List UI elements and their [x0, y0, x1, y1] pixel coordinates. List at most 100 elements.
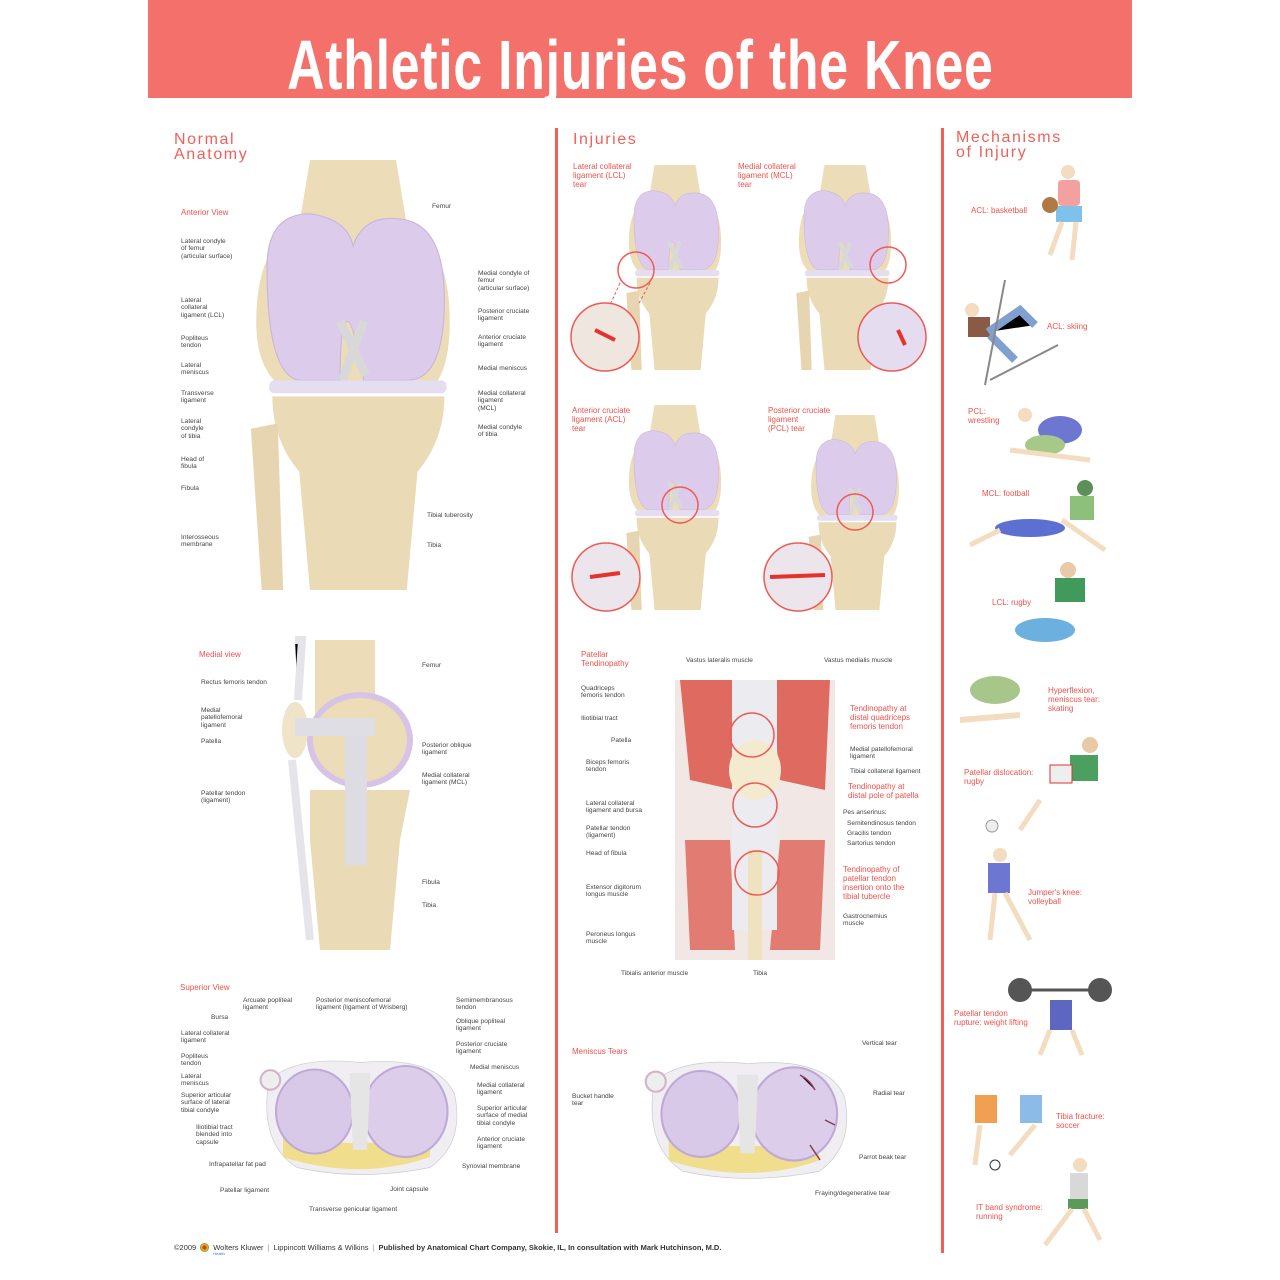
mechanism-tibia-fracture-soccer: Tibia fracture: soccer [1056, 1112, 1105, 1130]
rugby-tackle-icon [1017, 737, 1098, 832]
label-lateral-condyle-tibia: Lateral condyle of tibia [181, 418, 204, 440]
label-patellar-tendon-pt: Patellar tendon (ligament) [586, 825, 631, 840]
label-arcuate-popliteal-ligament: Arcuate popliteal ligament [243, 997, 293, 1012]
label-fraying-tear: Fraying/degenerative tear [815, 1190, 891, 1197]
label-oblique-popliteal-ligament: Oblique popliteal ligament [456, 1018, 506, 1033]
label-joint-capsule: Joint capsule [390, 1186, 429, 1193]
label-radial-tear: Radial tear [873, 1090, 905, 1097]
label-vastus-medialis: Vastus medialis muscle [824, 657, 893, 664]
label-acl: Anterior cruciate ligament [478, 334, 527, 349]
pcl-tear-illustration [763, 405, 930, 612]
label-medial-meniscus-sup: Medial meniscus [470, 1064, 520, 1071]
label-fibula-medial: Fibula [422, 879, 440, 886]
anterior-view-title: Anterior View [181, 208, 229, 217]
label-bucket-handle-tear: Bucket handle tear [572, 1093, 614, 1108]
label-head-of-fibula-pt: Head of fibula [586, 850, 627, 857]
label-medial-patellofemoral-pt: Medial patellofemoral ligament [850, 746, 913, 761]
label-lcl-bursa: Lateral collateral ligament and bursa [586, 800, 643, 815]
label-lateral-tibial-surface: Superior articular surface of lateral ti… [181, 1092, 232, 1114]
label-ligament-of-wrisberg: Posterior meniscofemoral ligament (ligam… [316, 997, 408, 1012]
label-medial-condyle-femur: Medial condyle of femur (articular surfa… [478, 270, 530, 292]
label-pcl-sup: Posterior cruciate ligament [456, 1041, 508, 1056]
label-patella: Patella [201, 738, 222, 745]
mechanism-jumpers-knee-volleyball: Jumper's knee: volleyball [1028, 888, 1082, 906]
patellar-tendinopathy-illustration [675, 680, 835, 960]
label-iliotibial-tract: Iliotibial tract blended into capsule [196, 1124, 233, 1146]
mcl-tear-illustration [780, 165, 927, 372]
label-tibial-tuberosity: Tibial tuberosity [427, 512, 473, 519]
label-patellar-ligament: Patellar ligament [220, 1187, 270, 1194]
label-medial-patellofemoral-ligament: Medial patellofemoral ligament [201, 707, 243, 729]
mechanism-pcl-wrestling: PCL: wrestling [968, 407, 1000, 425]
label-iliotibial-tract-pt: Iliotibial tract [581, 715, 618, 722]
label-posterior-oblique-ligament: Posterior oblique ligament [422, 742, 472, 757]
label-pes-anserinus: Pes anserinus: [843, 809, 887, 816]
acl-tear-illustration [571, 405, 740, 612]
label-femur: Femur [432, 203, 452, 210]
runner-icon [1043, 1158, 1103, 1247]
label-fibula: Fibula [181, 485, 199, 492]
medial-view-illustration [282, 636, 413, 950]
mechanism-it-band-running: IT band syndrome: running [976, 1203, 1043, 1221]
label-extensor-digitorum: Extensor digitorum longus muscle [586, 884, 641, 899]
mechanism-hyperflexion-skating: Hyperflexion, meniscus tear: skating [1048, 686, 1101, 713]
label-gastrocnemius: Gastrocnemius muscle [843, 913, 888, 928]
volleyball-player-icon [985, 819, 1033, 942]
football-players-icon [968, 480, 1107, 553]
label-popliteus-tendon: Popliteus tendon [181, 335, 209, 350]
mechanism-lcl-rugby: LCL: rugby [992, 598, 1032, 607]
injuries-heading: Injuries [573, 131, 638, 148]
publisher-wolters-kluwer-name: Wolters Kluwer [213, 1243, 264, 1252]
label-sartorius: Sartorius tendon [847, 840, 896, 847]
basketball-player-icon [1042, 165, 1082, 261]
label-patellar-tendon: Patellar tendon (ligament) [201, 790, 246, 805]
mechanism-patellar-tendon-weightlifting: Patellar tendon rupture: weight lifting [954, 1009, 1028, 1027]
footer-separator: | [267, 1243, 270, 1252]
poster-title: Athletic Injuries of the Knee [148, 30, 1132, 98]
meniscus-tears-illustration [644, 1060, 849, 1180]
label-peroneus-longus: Peroneus longus muscle [586, 931, 636, 946]
mcl-tear-label: Medial collateral ligament (MCL) tear [738, 162, 796, 189]
title-banner: Athletic Injuries of the Knee [148, 0, 1132, 98]
publisher-health: Health [213, 1251, 225, 1256]
skier-icon [965, 279, 1059, 386]
callout-tibial-tubercle-tendinopathy: Tendinopathy of patellar tendon insertio… [843, 865, 905, 901]
acl-tear-label: Anterior cruciate ligament (ACL) tear [572, 406, 631, 433]
label-gracilis: Gracilis tendon [847, 830, 891, 837]
normal-anatomy-heading: Normal Anatomy [174, 131, 249, 163]
label-parrot-beak-tear: Parrot beak tear [859, 1154, 907, 1161]
label-synovial-membrane: Synovial membrane [462, 1163, 521, 1170]
label-semitendinosus: Semitendinosus tendon [847, 820, 916, 827]
copyright: ©2009 [174, 1243, 197, 1252]
pcl-tear-label: Posterior cruciate ligament (PCL) tear [768, 406, 831, 433]
label-tibia-medial: Tibia [422, 902, 437, 909]
label-bursa: Bursa [211, 1014, 229, 1021]
label-medial-meniscus: Medial meniscus [478, 365, 528, 372]
soccer-players-icon [972, 1095, 1042, 1171]
label-infrapatellar-fat-pad: Infrapatellar fat pad [209, 1161, 266, 1168]
lcl-tear-label: Lateral collateral ligament (LCL) tear [573, 162, 632, 189]
label-tibial-collateral: Tibial collateral ligament [850, 768, 921, 775]
label-mcl: Medial collateral ligament (MCL) [478, 390, 526, 412]
mechanisms-heading: Mechanisms of Injury [956, 129, 1062, 161]
label-patella-pt: Patella [611, 737, 632, 744]
label-vertical-tear: Vertical tear [862, 1040, 897, 1047]
label-transverse-genicular-ligament: Transverse genicular ligament [309, 1206, 398, 1213]
label-medial-condyle-tibia: Medial condyle of tibia [478, 424, 522, 439]
label-semimembranosus-tendon: Semimembranosus tendon [456, 997, 513, 1012]
label-mcl-medial: Medial collateral ligament (MCL) [422, 772, 470, 787]
label-acl-sup: Anterior cruciate ligament [477, 1136, 526, 1151]
mechanism-mcl-football: MCL: football [982, 489, 1030, 498]
lcl-tear-illustration [570, 165, 740, 372]
label-femur-medial: Femur [422, 662, 442, 669]
patellar-tendinopathy-title: Patellar Tendinopathy [581, 650, 629, 668]
skater-icon [959, 676, 1021, 723]
mechanism-patellar-dislocation-rugby: Patellar dislocation: rugby [964, 768, 1034, 786]
anterior-view-illustration [238, 160, 468, 590]
athlete-figures [959, 165, 1112, 1247]
rugby-players-icon [1015, 562, 1085, 642]
publisher-lww: Lippincott Williams & Wilkins [273, 1243, 369, 1252]
label-popliteus-tendon-sup: Popliteus tendon [181, 1053, 209, 1068]
superior-view-title: Superior View [180, 983, 230, 992]
